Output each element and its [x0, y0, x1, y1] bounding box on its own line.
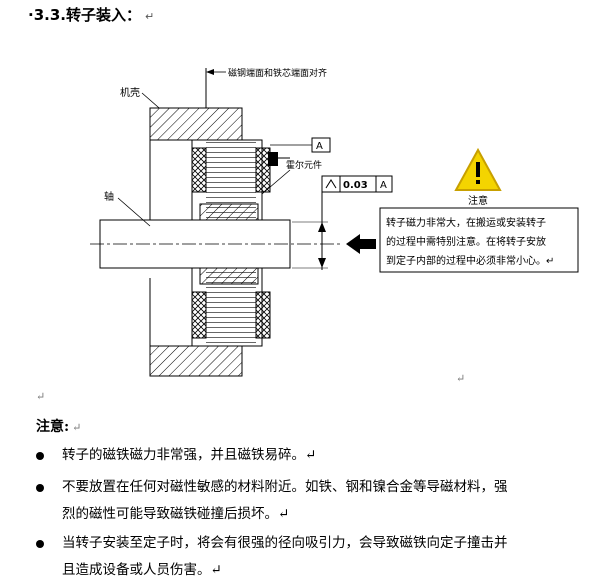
- svg-text:A: A: [316, 141, 323, 152]
- winding-top-right: [255, 147, 271, 193]
- notes-list: 转子的磁铁磁力非常强，并且磁铁易碎。↵ 不要放置在任何对磁性敏感的材料附近。如铁…: [36, 442, 576, 584]
- winding-top-left: [191, 147, 207, 193]
- callout-line-1: 转子磁力非常大，在搬运或安装转子: [386, 216, 546, 229]
- svg-text:A: A: [380, 180, 387, 191]
- list-item: 转子的磁铁磁力非常强，并且磁铁易碎。↵: [36, 442, 576, 469]
- hall-sensor: [268, 152, 278, 166]
- return-mark: ↵: [144, 10, 155, 23]
- notes-title: 注意:↵: [36, 419, 82, 435]
- rotor-assembly-diagram: 磁钢端面和铁芯端面对齐 机壳 霍尔元件 轴 A 0.03 A: [90, 67, 579, 377]
- direction-arrow: [346, 234, 376, 254]
- winding-bottom-left: [191, 291, 207, 339]
- callout-box: [379, 207, 579, 273]
- return-mark: ↵: [456, 372, 466, 385]
- hall-label: 霍尔元件: [286, 159, 322, 171]
- rotor-magnet-bottom: [199, 267, 259, 285]
- winding-bottom-right: [255, 291, 271, 339]
- housing-label: 机壳: [120, 86, 140, 99]
- section-heading: ·3.3.转子装入：↵: [28, 4, 154, 25]
- list-item: 不要放置在任何对磁性敏感的材料附近。如铁、钢和镍合金等导磁材料，强烈的磁性可能导…: [36, 474, 576, 528]
- shaft-label: 轴: [104, 190, 114, 203]
- callout-line-3: 到定子内部的过程中必须非常小心。↵: [386, 254, 554, 267]
- return-mark: ↵: [36, 390, 46, 403]
- callout-line-2: 的过程中需特别注意。在将转子安放: [386, 235, 546, 248]
- svg-text:0.03: 0.03: [343, 180, 368, 191]
- list-item: 当转子安装至定子时，将会有很强的径向吸引力，会导致磁铁向定子撞击并且造成设备或人…: [36, 530, 576, 584]
- alignment-label: 磁钢端面和铁芯端面对齐: [228, 67, 327, 79]
- rotor-magnet-top: [199, 203, 259, 221]
- section-title: ·3.3.转子装入：: [28, 6, 141, 24]
- caution-label: 注意: [468, 194, 488, 207]
